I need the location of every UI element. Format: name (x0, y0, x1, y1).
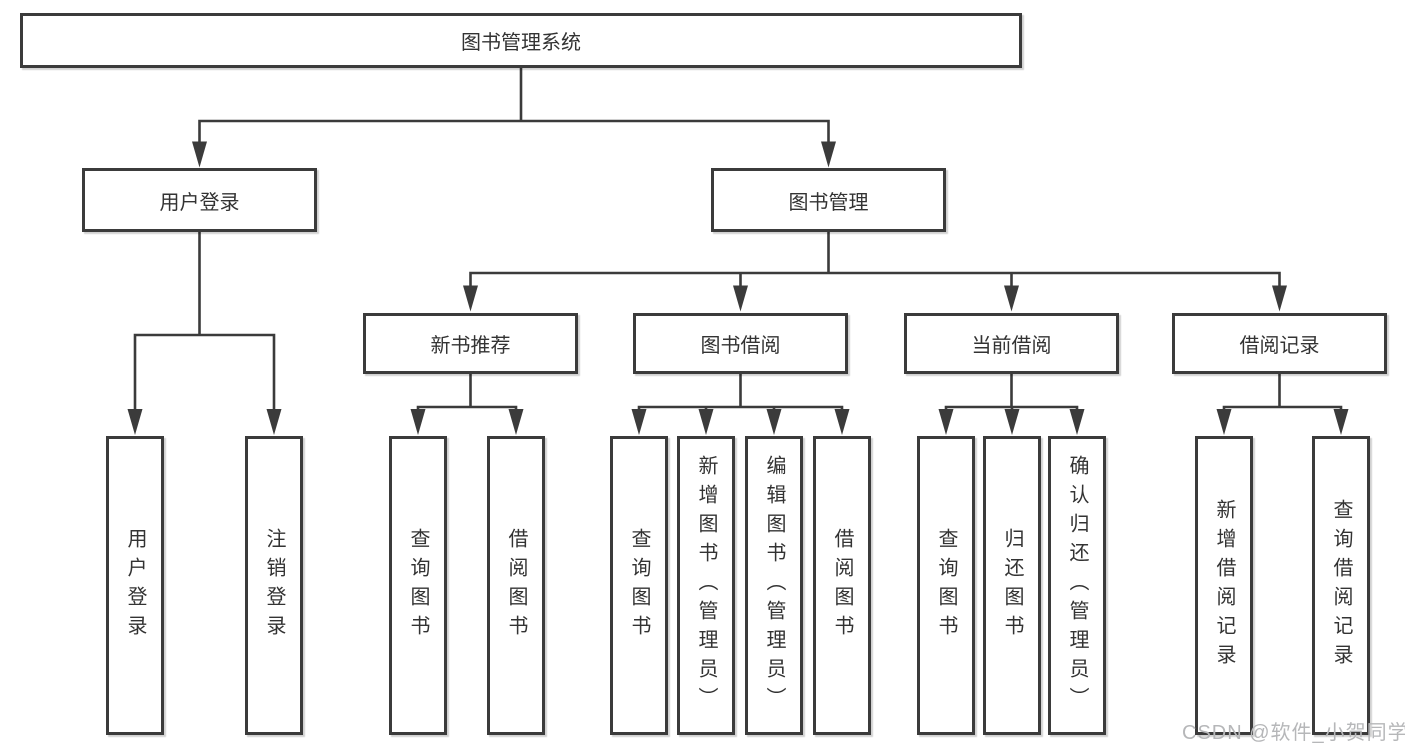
arrowhead (266, 409, 282, 435)
node-user-login-label: 用户登录 (159, 191, 240, 214)
leaf-borrow-query: 查询图书 (610, 436, 668, 735)
leaf-current-query-label: 查询图书 (935, 527, 957, 644)
leaf-borrow-query-label: 查询图书 (628, 527, 650, 644)
arrowhead (192, 141, 207, 168)
leaf-current-confirm-label: 确认归还（管理员） (1066, 455, 1088, 716)
connector-new-book-split (416, 374, 518, 412)
node-current-borrow-label: 当前借阅 (971, 335, 1052, 357)
leaf-borrow-edit-label: 编辑图书（管理员） (763, 455, 785, 716)
connector-current-borrow-split (944, 374, 1079, 412)
node-library-system: 图书管理系统 (20, 13, 1022, 68)
arrowhead (127, 409, 143, 435)
leaf-current-return-label: 归还图书 (1001, 527, 1023, 644)
connector-book-borrow-split (637, 374, 844, 412)
arrowhead (1333, 409, 1349, 435)
arrowhead (463, 285, 478, 312)
node-new-book-recommend: 新书推荐 (363, 313, 578, 374)
leaf-newbook-query-label: 查询图书 (407, 527, 429, 644)
arrowhead (1272, 285, 1287, 312)
arrowhead (631, 409, 647, 435)
leaf-records-query: 查询借阅记录 (1312, 436, 1370, 735)
connector-borrow-records-split (1222, 374, 1343, 412)
leaf-records-add-label: 新增借阅记录 (1213, 498, 1235, 673)
arrowhead (410, 409, 426, 435)
node-book-borrow: 图书借阅 (633, 313, 848, 374)
leaf-newbook-query: 查询图书 (389, 436, 447, 735)
leaf-user-login: 用户登录 (106, 436, 164, 735)
arrowhead (698, 409, 714, 435)
arrowhead (508, 409, 524, 435)
leaf-borrow-add-label: 新增图书（管理员） (695, 455, 717, 716)
arrowheads (127, 141, 1349, 435)
node-book-management: 图书管理 (711, 168, 946, 232)
leaf-newbook-borrow: 借阅图书 (487, 436, 545, 735)
leaf-current-return: 归还图书 (983, 436, 1041, 735)
arrowhead (938, 409, 954, 435)
arrowhead (766, 409, 782, 435)
arrowhead (821, 141, 836, 168)
arrowhead (1004, 409, 1020, 435)
leaf-borrow-edit: 编辑图书（管理员） (745, 436, 803, 735)
leaf-current-confirm: 确认归还（管理员） (1048, 436, 1106, 735)
node-user-login: 用户登录 (82, 168, 317, 232)
leaf-borrow-borrow: 借阅图书 (813, 436, 871, 735)
connector-user-login-split (133, 232, 276, 412)
node-borrow-records: 借阅记录 (1172, 313, 1387, 374)
leaf-current-query: 查询图书 (917, 436, 975, 735)
node-borrow-records-label: 借阅记录 (1239, 335, 1320, 357)
leaf-logout: 注销登录 (245, 436, 303, 735)
connector-book-mgmt-split (469, 232, 1281, 288)
arrowhead (1216, 409, 1232, 435)
arrowhead (1069, 409, 1085, 435)
leaf-borrow-add: 新增图书（管理员） (677, 436, 735, 735)
arrowhead (1004, 285, 1019, 312)
connector-root-split (198, 68, 830, 145)
leaf-borrow-borrow-label: 借阅图书 (831, 527, 853, 644)
leaf-records-add: 新增借阅记录 (1195, 436, 1253, 735)
arrowhead (733, 285, 748, 312)
node-book-management-label: 图书管理 (788, 191, 869, 214)
leaf-records-query-label: 查询借阅记录 (1330, 498, 1352, 673)
arrowhead (834, 409, 850, 435)
node-current-borrow: 当前借阅 (904, 313, 1119, 374)
leaf-logout-label: 注销登录 (263, 527, 285, 644)
node-book-borrow-label: 图书借阅 (700, 335, 781, 357)
node-library-system-label: 图书管理系统 (461, 32, 581, 54)
watermark: CSDN @软件_小贺同学 (1182, 722, 1405, 744)
leaf-user-login-label: 用户登录 (124, 527, 146, 644)
leaf-newbook-borrow-label: 借阅图书 (505, 527, 527, 644)
node-new-book-recommend-label: 新书推荐 (430, 335, 511, 357)
